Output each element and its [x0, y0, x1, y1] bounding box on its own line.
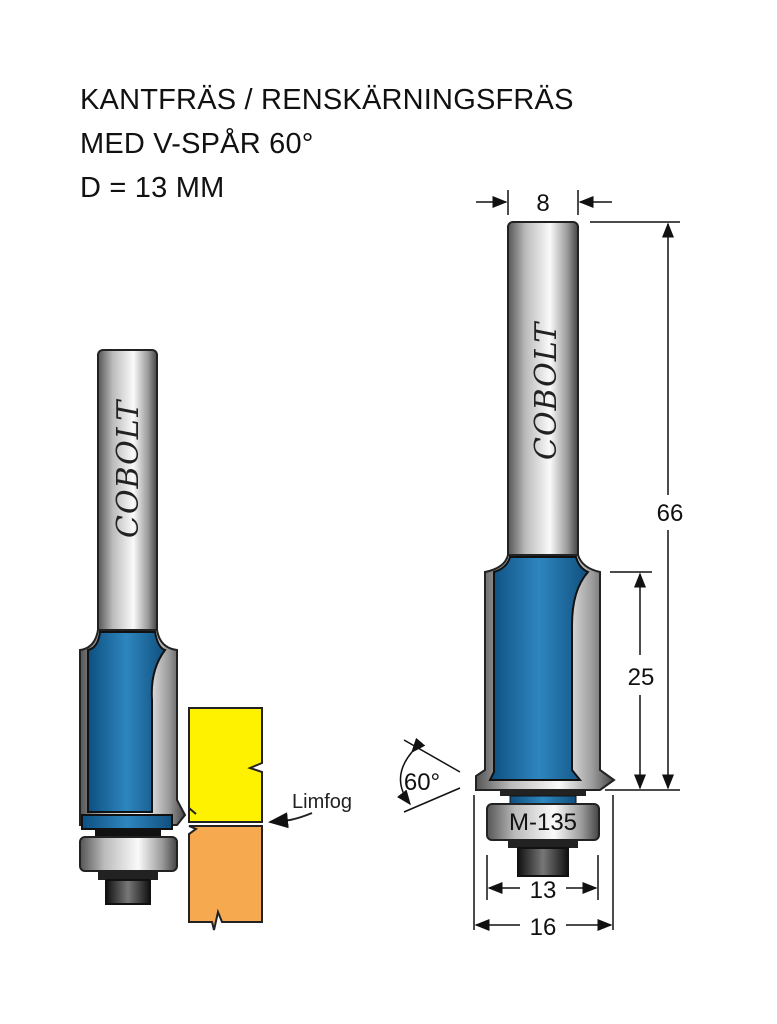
bearing-diameter-label: 13 [530, 877, 557, 904]
total-length-label: 66 [657, 500, 684, 527]
glue-joint-label: Limfog [292, 791, 352, 813]
title-line-3: D = 13 MM [80, 172, 225, 204]
bearing-label: M-135 [509, 809, 577, 836]
dimension-lines [397, 190, 680, 931]
left-bearing [79, 836, 178, 872]
cutting-diameter-label: 16 [530, 914, 557, 941]
left-cutter-body [87, 631, 167, 813]
angle-label: 60° [404, 769, 440, 796]
left-nut [105, 879, 151, 905]
left-router-bit: COBOLT [79, 349, 187, 905]
cutting-length-label: 25 [628, 664, 655, 691]
title-line-1: KANTFRÄS / RENSKÄRNINGSFRÄS [80, 84, 574, 116]
right-cutter-body [488, 556, 590, 781]
right-brand-logo: COBOLT [529, 321, 564, 460]
right-router-bit: COBOLT M-135 [475, 221, 616, 877]
right-nut [517, 847, 569, 877]
left-brand-logo: COBOLT [111, 399, 146, 538]
title-line-2: MED V-SPÅR 60° [80, 128, 314, 160]
glue-joint-arrow [268, 812, 313, 829]
orange-board [188, 825, 263, 931]
yellow-board [188, 707, 263, 823]
shank-diameter-label: 8 [536, 190, 549, 217]
